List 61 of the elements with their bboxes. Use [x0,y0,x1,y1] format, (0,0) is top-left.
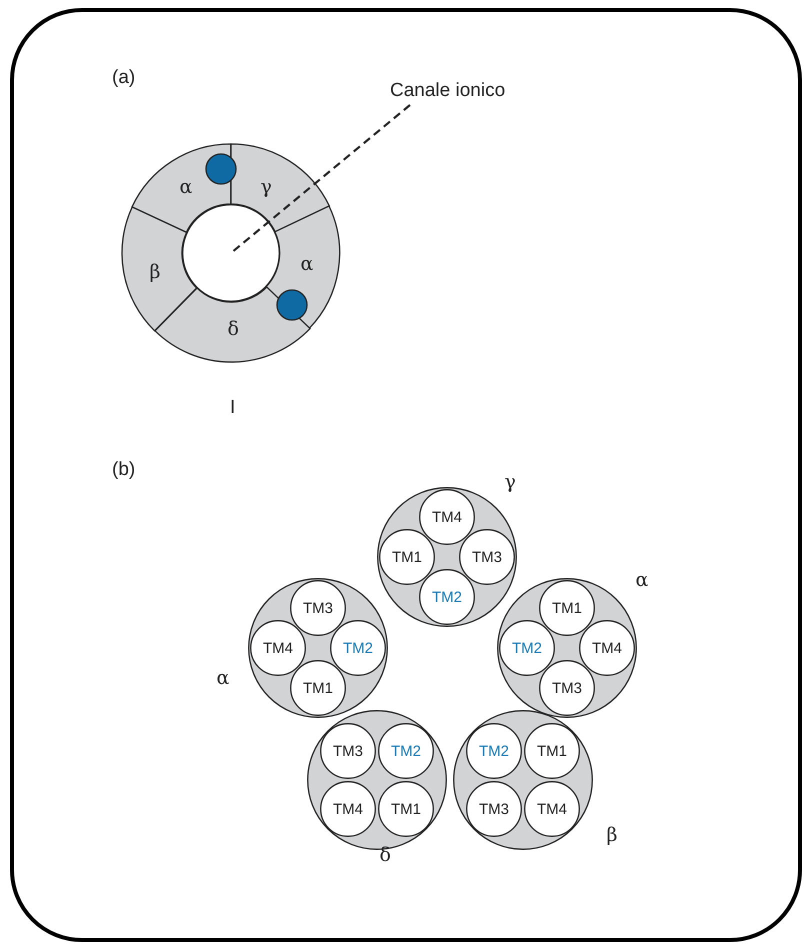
helix-circle [379,529,435,585]
helix-label: TM4 [592,640,622,656]
callout-text: Canale ionico [390,80,560,102]
helix-circle [330,620,386,676]
helix-circle [539,660,595,716]
helix-circle [466,723,522,779]
helix-circle [524,781,580,837]
helix-label: TM4 [263,640,293,656]
subunit-circle [453,710,593,850]
helix-label: TM3 [333,744,363,758]
helix-label: TM4 [333,802,363,816]
helix-label: TM2 [512,640,542,656]
subunit-label: δ [227,320,239,339]
helix-circle [290,580,346,636]
helix-circle [250,620,306,676]
helix-label: TM3 [472,550,502,564]
helix-circle [499,620,555,676]
subunit-label: α [300,254,314,274]
helix-label: TM1 [391,802,421,816]
helix-circle [320,781,376,837]
helix-label: TM4 [432,510,462,524]
helix-label: TM2 [479,744,509,758]
subunit-label: γ [504,472,516,492]
ring-segment [231,144,330,232]
helix-circle [466,781,522,837]
leader-line [230,104,411,254]
helix-label: TM3 [479,802,509,816]
helix-circle [290,660,346,716]
subunit-label: α [179,178,192,197]
helix-label: TM3 [303,600,333,616]
helix-label: TM1 [303,680,333,696]
helix-circle [524,723,580,779]
helix-label: TM1 [392,550,422,564]
ring-segment [122,206,197,331]
subunit-label: α [636,570,648,590]
subunit-label: α [216,668,230,688]
helix-circle [459,529,515,585]
helix-circle [579,620,635,676]
helix-label: TM2 [343,640,373,656]
helix-label: TM1 [552,600,582,616]
subunit-circle [248,578,388,718]
helix-circle [378,723,434,779]
helix-circle [539,580,595,636]
helix-label: TM3 [552,680,582,696]
helix-label: TM4 [537,802,567,816]
subunit-label: β [149,262,160,282]
subunit-label: γ [260,178,272,197]
helix-circle [419,489,475,545]
helix-circle [419,569,475,625]
helix-label: TM2 [391,744,421,758]
subunit-circle [497,578,637,718]
helix-label: TM2 [432,590,462,604]
panel-label: (b) [112,460,136,479]
position-mark: I [230,398,236,417]
ring-segment [154,286,310,362]
channel-pore [182,204,280,302]
panel-label: (a) [112,68,136,87]
helix-label: TM1 [537,744,567,758]
helix-circle [378,781,434,837]
subunit-label: β [606,826,618,844]
helix-circle [320,723,376,779]
